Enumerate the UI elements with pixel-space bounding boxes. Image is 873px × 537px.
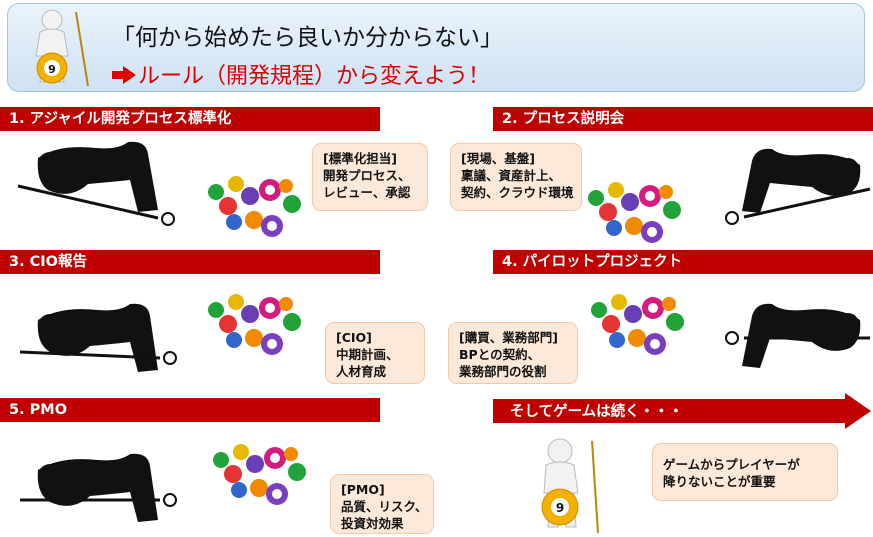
section-4-banner: 4. パイロットプロジェクト (493, 250, 873, 274)
continue-banner-text: そしてゲームは続く・・・ (510, 404, 684, 420)
billiard-player-icon (19, 303, 177, 372)
section-5-banner: 5. PMO (0, 398, 380, 422)
header-subtitle: ルール（開発規程）から変えよう！ (112, 58, 490, 90)
billiard-player-icon (725, 148, 871, 225)
red-arrow-icon (112, 66, 136, 84)
header-title: 「何から始めたら良いか分からない」 (112, 25, 503, 51)
billiard-balls-icon (213, 444, 306, 505)
section-1-banner: 1. アジャイル開発プロセス標準化 (0, 107, 380, 131)
billiard-balls-icon (588, 182, 681, 243)
nine-ball-figure-icon: 9 (541, 438, 599, 534)
billiard-balls-icon (208, 294, 301, 355)
billiard-player-icon (20, 453, 177, 522)
callout-section-1: [標準化担当] 開発プロセス、 レビュー、承認 (312, 143, 428, 211)
billiard-player-icon (17, 141, 175, 226)
continue-arrow-banner (493, 393, 871, 429)
callout-section-5: [PMO] 品質、リスク、 投資対効果 (330, 474, 434, 534)
final-callout: ゲームからプレイヤーが 降りないことが重要 (652, 443, 838, 501)
header-panel (7, 3, 865, 92)
billiard-player-icon (725, 303, 870, 368)
section-3-banner: 3. CIO報告 (0, 250, 380, 274)
callout-section-4: [購買、業務部門] BPとの契約、 業務部門の役割 (448, 322, 578, 384)
callout-section-2: [現場、基盤] 稟議、資産計上、 契約、クラウド環境 (450, 143, 582, 211)
ball-number: 9 (48, 63, 56, 76)
ball-number: 9 (556, 501, 564, 515)
billiard-balls-icon (208, 176, 301, 237)
callout-section-3: [CIO] 中期計画、 人材育成 (325, 322, 425, 384)
nine-ball-figure-icon: 9 (35, 9, 89, 87)
section-2-banner: 2. プロセス説明会 (493, 107, 873, 131)
billiard-balls-icon (591, 294, 684, 355)
